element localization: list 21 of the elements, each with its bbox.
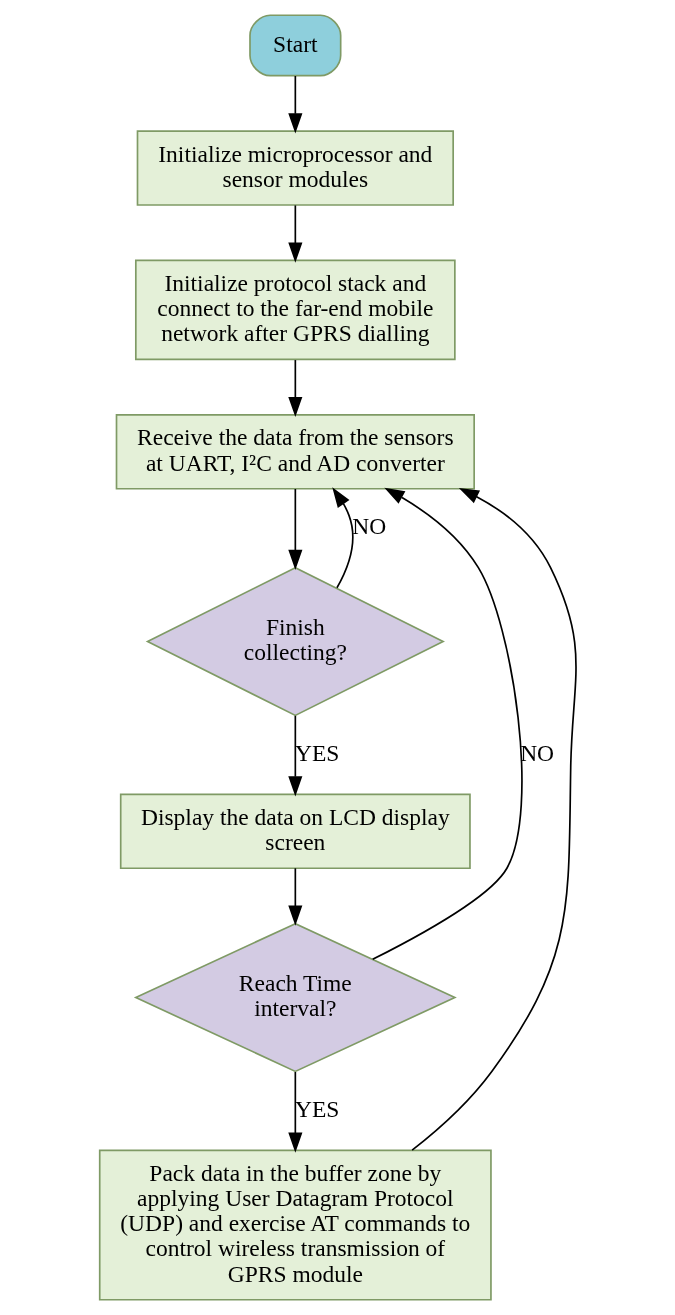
node-box: Receive the data from the sensors at UART, I²C and AD converter (115, 414, 475, 490)
edge-label: NO (351, 513, 386, 540)
arrow (287, 867, 302, 926)
edge-label: YES (294, 740, 339, 767)
arrow (410, 487, 577, 1151)
arrow (287, 488, 302, 570)
node-diamond: Finish collecting? (145, 566, 445, 717)
arrow (287, 1071, 302, 1153)
node-diamond: Reach Time interval? (133, 922, 457, 1073)
arrow (371, 487, 523, 961)
arrow (287, 359, 302, 418)
arrow (287, 715, 302, 797)
node-box: Initialize protocol stack and connect to the far-end mobile network after GPRS dialling (134, 259, 456, 361)
node-box: Initialize microprocessor and sensor modules (136, 130, 454, 206)
node-box: Start (248, 14, 341, 77)
node-box: Display the data on LCD display screen (119, 793, 471, 870)
arrow (287, 204, 302, 263)
edge-label: YES (294, 1096, 339, 1123)
arrow (331, 487, 354, 589)
node-box: Pack data in the buffer zone by applying User Datagram Protocol (UDP) and exercise AT commands to control wireless transmission of GPRS module (98, 1149, 492, 1301)
arrow (287, 75, 302, 134)
